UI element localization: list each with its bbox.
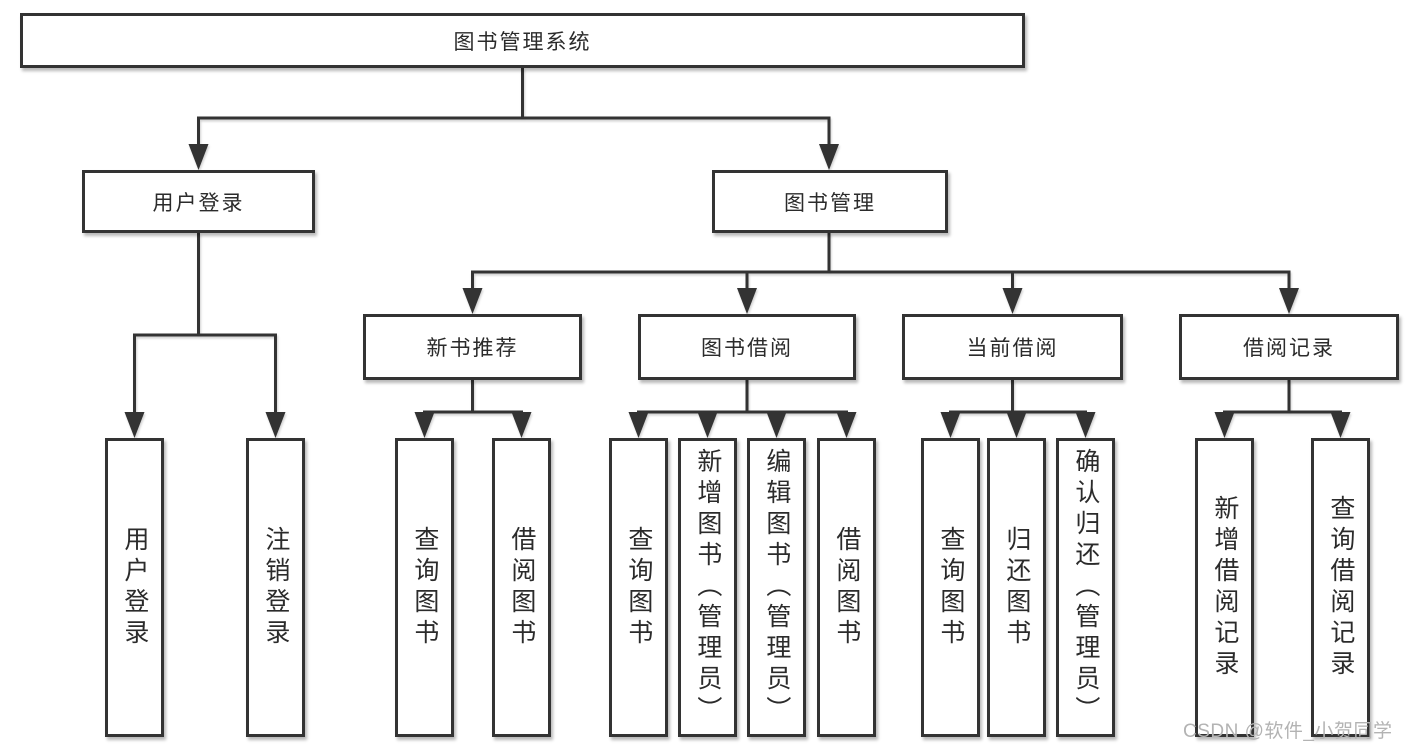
arrow-down-icon: [1006, 412, 1027, 438]
node-leaf-user-login: 用户登录: [105, 438, 164, 737]
arrow-down-icon: [628, 412, 649, 438]
arrow-down-icon: [265, 412, 286, 438]
arrow-down-icon: [766, 412, 787, 438]
node-new-book-recommendation: 新书推荐: [363, 314, 582, 380]
arrow-down-icon: [188, 144, 209, 170]
arrow-down-icon: [697, 412, 718, 438]
node-root: 图书管理系统: [20, 13, 1025, 68]
node-leaf-query-book-1: 查询图书: [395, 438, 454, 737]
arrow-down-icon: [511, 412, 532, 438]
node-leaf-query-borrow-record: 查询借阅记录: [1311, 438, 1370, 737]
node-leaf-query-book-3: 查询图书: [921, 438, 980, 737]
node-leaf-edit-book-admin: 编辑图书（管理员）: [747, 438, 806, 737]
node-leaf-return-book: 归还图书: [987, 438, 1046, 737]
arrow-down-icon: [1330, 412, 1351, 438]
arrow-down-icon: [124, 412, 145, 438]
arrowhead-icons: [124, 144, 1351, 438]
arrow-down-icon: [1279, 288, 1299, 314]
node-book-borrowing: 图书借阅: [638, 314, 856, 380]
node-borrowing-records: 借阅记录: [1179, 314, 1399, 380]
arrow-down-icon: [836, 412, 857, 438]
node-leaf-logout: 注销登录: [246, 438, 305, 737]
arrow-down-icon: [1214, 412, 1235, 438]
node-leaf-borrow-book-2: 借阅图书: [817, 438, 876, 737]
arrow-down-icon: [940, 412, 961, 438]
node-book-management: 图书管理: [712, 170, 948, 233]
arrow-down-icon: [737, 288, 757, 314]
watermark: CSDN @软件_小贺同学: [1183, 721, 1393, 742]
node-leaf-query-book-2: 查询图书: [609, 438, 668, 737]
node-user-login: 用户登录: [82, 170, 315, 233]
node-leaf-confirm-return-admin: 确认归还（管理员）: [1056, 438, 1115, 737]
arrow-down-icon: [819, 144, 839, 170]
node-current-borrowing: 当前借阅: [902, 314, 1123, 380]
node-leaf-borrow-book-1: 借阅图书: [492, 438, 551, 737]
arrow-down-icon: [1002, 288, 1023, 314]
node-leaf-add-borrow-record: 新增借阅记录: [1195, 438, 1254, 737]
arrow-down-icon: [414, 412, 435, 438]
node-leaf-add-book-admin: 新增图书（管理员）: [678, 438, 737, 737]
arrow-down-icon: [1075, 412, 1096, 438]
arrow-down-icon: [462, 288, 483, 314]
